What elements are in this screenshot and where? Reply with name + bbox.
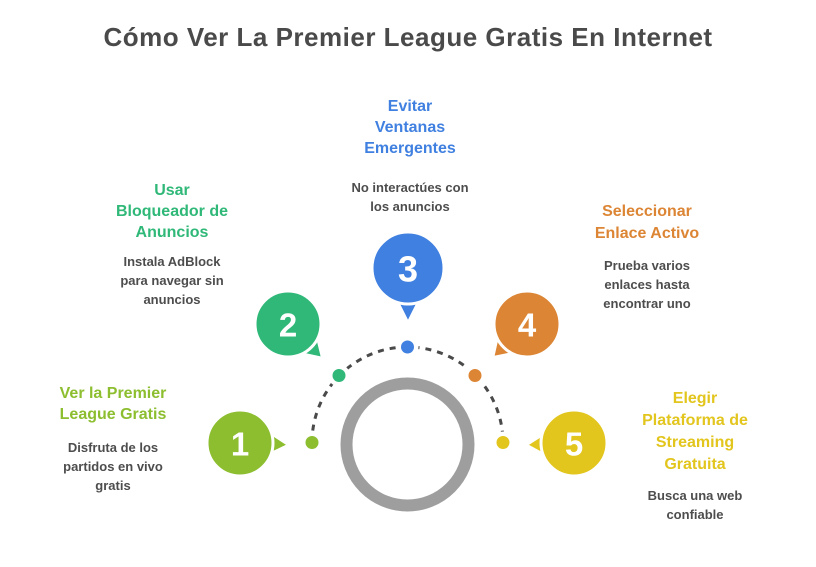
step-4-badge-circle	[492, 289, 562, 359]
step-5-badge-circle	[539, 408, 609, 478]
step-4-badge: 4	[490, 289, 562, 360]
step-4-description: Prueba varios enlaces hasta encontrar un…	[603, 258, 691, 311]
step-4-heading: Seleccionar Enlace Activo	[594, 203, 700, 242]
step-3-description: No interactúes con los anuncios	[351, 180, 469, 214]
page-title: Cómo Ver La Premier League Gratis En Int…	[103, 22, 713, 52]
step-3-badge: 3	[370, 230, 446, 327]
step-1-description: Disfruta de los partidos en vivo gratis	[63, 440, 163, 493]
step-5-badge: 5	[523, 408, 609, 478]
step-1-number: 1	[231, 426, 249, 463]
step-2-badge: 2	[253, 289, 325, 361]
step-5-description: Busca una web confiable	[647, 488, 743, 522]
step-1-badge: 1	[205, 408, 293, 478]
step-3-number: 3	[398, 249, 418, 290]
step-4-number: 4	[518, 307, 537, 344]
step-5-dot-icon	[496, 436, 510, 449]
step-1-badge-circle	[205, 408, 275, 478]
step-3-heading: Evitar Ventanas Emergentes	[364, 98, 456, 157]
step-1-dot-icon	[305, 436, 319, 449]
step-1-heading: Ver la Premier League Gratis	[59, 385, 167, 423]
step-2-badge-circle	[253, 289, 323, 359]
step-2-number: 2	[279, 307, 297, 344]
center-ring	[340, 377, 475, 512]
step-5-number: 5	[565, 426, 583, 463]
step-2-dot-icon	[332, 369, 346, 382]
step-3-dot-icon	[401, 340, 414, 354]
step-2-heading: Usar Bloqueador de Anuncios	[115, 182, 228, 241]
step-3-badge-circle	[370, 230, 446, 306]
step-2-description: Instala AdBlock para navegar sin anuncio…	[120, 254, 224, 307]
step-4-dot-icon	[468, 369, 482, 382]
step-5-heading: Elegir Plataforma de Streaming Gratuita	[642, 390, 748, 473]
